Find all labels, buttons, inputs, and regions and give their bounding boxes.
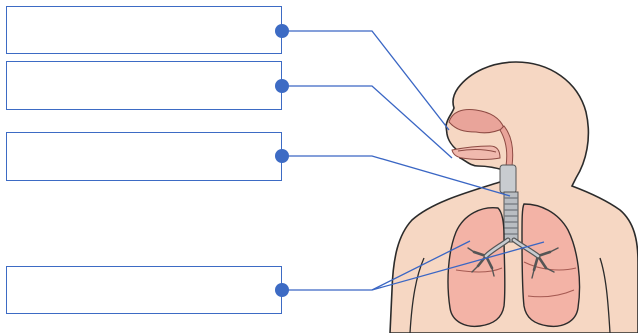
connector-dot: [275, 79, 289, 93]
connector-dot: [275, 24, 289, 38]
connector-dots: [275, 24, 289, 297]
leader-line-1: [282, 31, 449, 130]
connector-dot: [275, 283, 289, 297]
connector-dot: [275, 149, 289, 163]
leader-line-2: [282, 86, 452, 158]
larynx: [500, 165, 516, 193]
